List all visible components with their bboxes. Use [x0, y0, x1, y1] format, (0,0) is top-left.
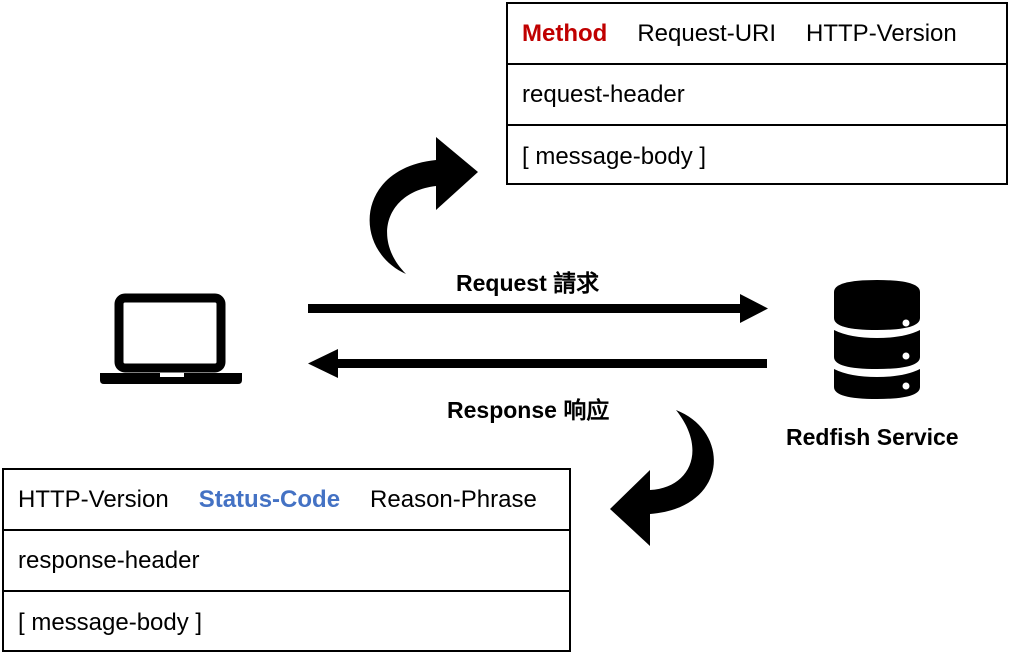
response-format-box: HTTP-Version Status-Code Reason-Phrase r… [2, 468, 571, 652]
response-http-version-text: HTTP-Version [18, 485, 169, 513]
response-body-text: [ message-body ] [18, 608, 203, 636]
method-text: Method [522, 19, 608, 47]
response-header-text: response-header [18, 546, 200, 574]
request-body-row: [ message-body ] [508, 126, 1006, 187]
reason-phrase-text: Reason-Phrase [370, 485, 537, 513]
curved-arrow-down-left [610, 410, 714, 546]
response-arrow [308, 349, 767, 378]
request-http-version-text: HTTP-Version [806, 19, 957, 47]
request-uri-text: Request-URI [637, 19, 777, 47]
response-label: Response 响应 [447, 397, 610, 423]
request-header-row: request-header [508, 65, 1006, 126]
request-arrow [308, 294, 768, 323]
laptop-icon [100, 293, 242, 384]
curved-arrow-up-right [369, 137, 478, 274]
redfish-service-label: Redfish Service [786, 424, 959, 450]
request-label: Request 請求 [456, 270, 600, 296]
request-format-box: Method Request-URI HTTP-Version request-… [506, 2, 1008, 185]
request-body-text: [ message-body ] [522, 142, 707, 170]
status-line: HTTP-Version Status-Code Reason-Phrase [4, 470, 569, 531]
request-line: Method Request-URI HTTP-Version [508, 4, 1006, 65]
status-code-text: Status-Code [198, 485, 341, 513]
request-header-text: request-header [522, 80, 685, 108]
response-header-row: response-header [4, 531, 569, 592]
database-icon [834, 280, 920, 399]
response-body-row: [ message-body ] [4, 592, 569, 653]
